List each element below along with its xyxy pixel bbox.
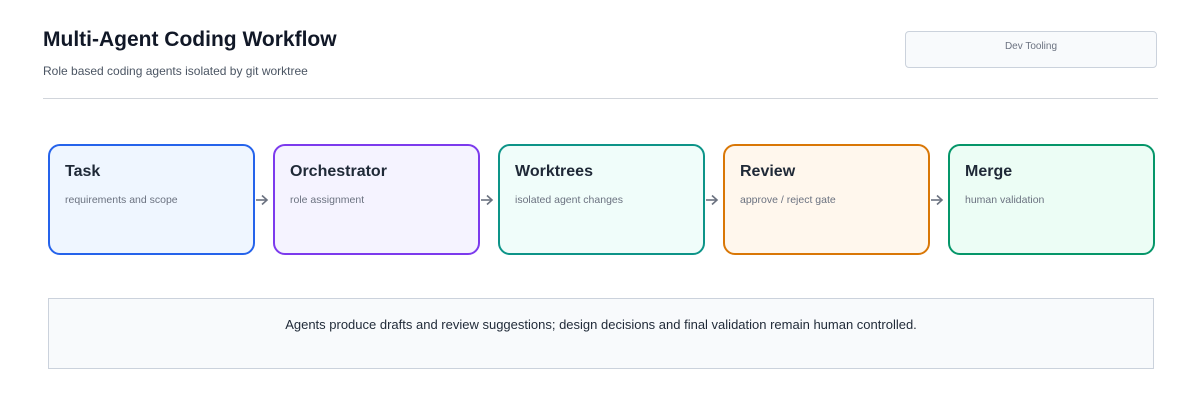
stage-merge: Merge human validation [948, 144, 1155, 255]
page-title: Multi-Agent Coding Workflow [43, 28, 337, 51]
page-subtitle: Role based coding agents isolated by git… [43, 64, 308, 78]
stage-orchestrator: Orchestrator role assignment [273, 144, 480, 255]
stage-worktrees: Worktrees isolated agent changes [498, 144, 705, 255]
arrow-right-icon [481, 194, 494, 206]
stage-title: Review [740, 163, 796, 180]
stage-description: role assignment [290, 194, 365, 206]
stage-title: Task [65, 163, 101, 180]
stage-title: Worktrees [515, 163, 593, 180]
stage-title: Merge [965, 163, 1013, 180]
arrow-right-icon [256, 194, 269, 206]
arrow-right-icon [931, 194, 944, 206]
stage-description: human validation [965, 194, 1045, 206]
stage-task: Task requirements and scope [48, 144, 255, 255]
footer-note: Agents produce drafts and review suggest… [48, 298, 1154, 369]
stage-title: Orchestrator [290, 163, 387, 180]
stage-description: approve / reject gate [740, 194, 836, 206]
stage-description: isolated agent changes [515, 194, 623, 206]
stage-description: requirements and scope [65, 194, 178, 206]
category-tag: Dev Tooling [905, 31, 1157, 68]
arrow-right-icon [706, 194, 719, 206]
header-divider [43, 98, 1158, 99]
stage-review: Review approve / reject gate [723, 144, 930, 255]
